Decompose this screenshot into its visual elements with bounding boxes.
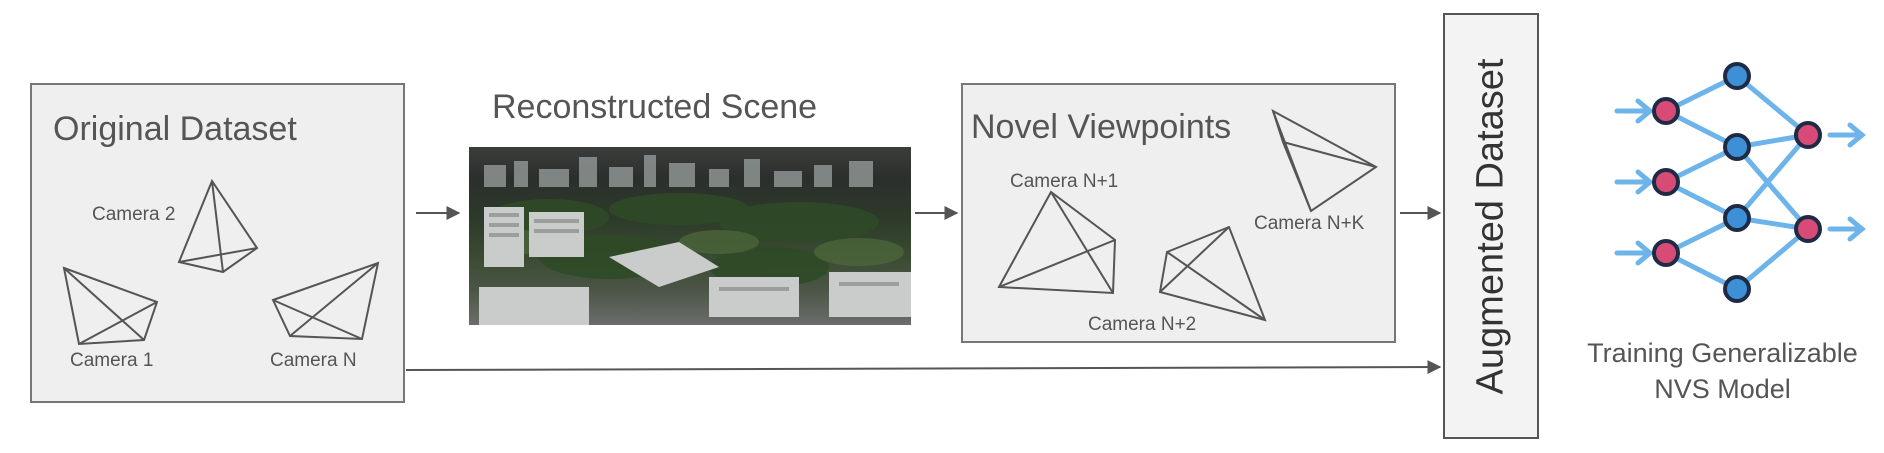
reconstructed-scene-image <box>469 147 911 325</box>
original-dataset-title: Original Dataset <box>53 110 297 148</box>
output-node-2 <box>1794 215 1822 243</box>
output-node-1 <box>1794 121 1822 149</box>
camera-n-plus-2-icon <box>1158 225 1267 322</box>
hidden-node-1 <box>1723 62 1751 90</box>
camera-n-icon <box>271 261 380 341</box>
neural-network-icon <box>1614 62 1866 303</box>
hidden-node-3 <box>1723 204 1751 232</box>
input-node-2 <box>1652 168 1680 196</box>
camera-n-plus-1-icon <box>997 190 1117 295</box>
reconstructed-scene-title: Reconstructed Scene <box>492 88 818 126</box>
hidden-node-4 <box>1723 275 1751 303</box>
camera-n-plus-1-label: Camera N+1 <box>1010 171 1119 192</box>
camera-n-plus-k-icon <box>1271 108 1378 213</box>
model-caption-line-1: Training Generalizable <box>1587 338 1858 368</box>
camera-1-label: Camera 1 <box>70 350 154 371</box>
augmented-dataset-box <box>1443 13 1539 439</box>
camera-n-plus-k-label: Camera N+K <box>1254 213 1365 234</box>
camera-2-label: Camera 2 <box>92 204 176 225</box>
camera-2-icon <box>177 178 259 274</box>
camera-n-plus-2-label: Camera N+2 <box>1088 314 1197 335</box>
input-node-3 <box>1652 239 1680 267</box>
camera-1-icon <box>62 266 159 346</box>
arrow-original-to-augmented <box>405 360 1442 375</box>
novel-viewpoints-title: Novel Viewpoints <box>971 108 1232 146</box>
model-caption: Training Generalizable NVS Model <box>1565 335 1880 407</box>
input-node-1 <box>1652 97 1680 125</box>
camera-n-label: Camera N <box>270 350 357 371</box>
novel-viewpoints-box <box>961 83 1396 343</box>
hidden-node-2 <box>1723 133 1751 161</box>
model-caption-line-2: NVS Model <box>1654 374 1791 404</box>
original-dataset-box <box>30 83 405 403</box>
